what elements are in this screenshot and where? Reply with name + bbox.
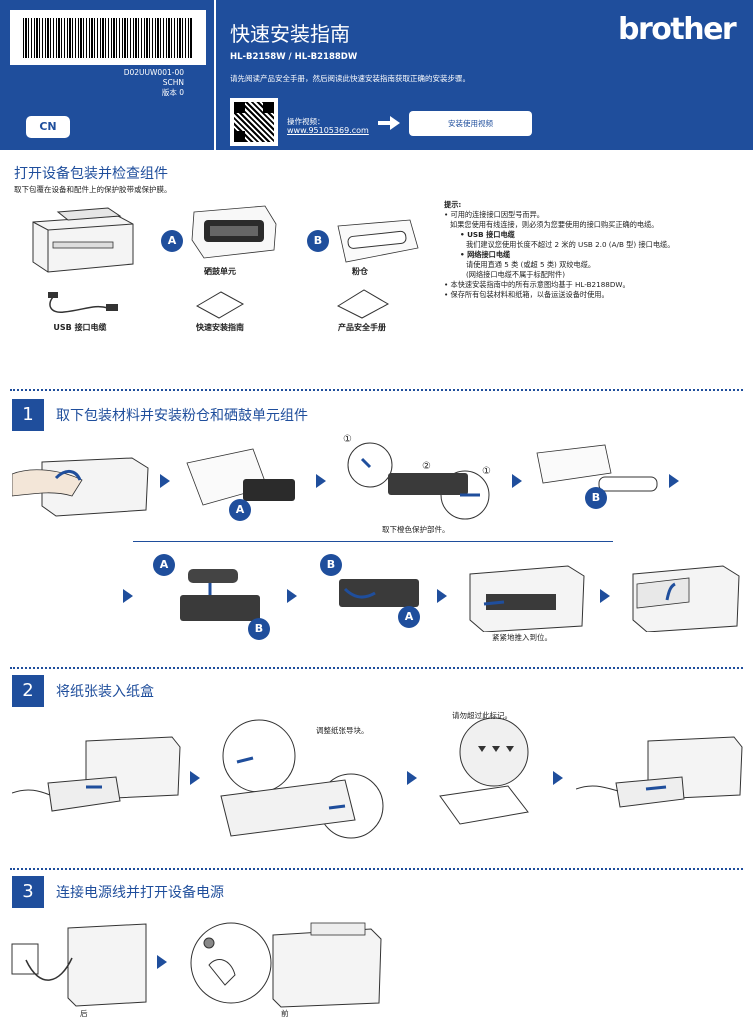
language-badge: CN: [26, 116, 70, 138]
step1-note-orange: 取下橙色保护部件。: [382, 525, 450, 534]
drum-unit-illustration: [191, 205, 277, 259]
printer-illustration: [32, 207, 134, 273]
step2-note-guides: 调整纸张导块。: [316, 726, 369, 735]
badge-a: B: [248, 618, 270, 640]
tips-box: 提示: • 可用的连接接口因型号而异。 如果您使用有线连接，则必须为您要使用的接…: [444, 200, 744, 300]
step-number: 2: [12, 675, 44, 707]
video-link[interactable]: www.95105369.com: [287, 126, 369, 135]
quick-guide-icon: [195, 291, 245, 319]
tip-line: • USB 接口电缆: [460, 230, 515, 239]
step-title: 取下包装材料并安装粉仓和硒鼓单元组件: [56, 408, 308, 424]
video-label: 操作视频：: [287, 117, 325, 126]
safety-manual-icon: [336, 289, 390, 319]
toner-label: 粉仓: [352, 267, 368, 276]
circle-step-marker: ①: [343, 434, 352, 445]
badge-b: B: [320, 554, 342, 576]
safety-manual-label: 产品安全手册: [338, 323, 386, 332]
unpack-drum-illustration: [186, 448, 295, 506]
arrow-icon: [553, 771, 563, 785]
divider-line: [133, 541, 613, 542]
circle-step-marker: ②: [422, 461, 431, 472]
circle-step-marker: ①: [482, 466, 491, 477]
step-title: 将纸张装入纸盒: [56, 684, 154, 700]
model-names: HL-B2158W / HL-B2188DW: [230, 52, 358, 62]
step2-note-mark: 请勿超过此标记。: [452, 711, 512, 720]
arrow-icon: [407, 771, 417, 785]
back-label: 后: [80, 1009, 88, 1018]
video-button[interactable]: 安装使用视频: [409, 111, 532, 136]
insert-tray-illustration: [576, 736, 743, 808]
tip-line: 我们建议您使用长度不超过 2 米的 USB 2.0 (A/B 型) 接口电缆。: [466, 240, 675, 249]
tip-line: • 保存所有包装材料和纸箱，以备运送设备时使用。: [444, 290, 609, 299]
tip-line: • 网络接口电缆: [460, 250, 511, 259]
divider: [10, 868, 743, 870]
arrow-right-icon: [378, 116, 400, 130]
drum-unit-label: 硒鼓单元: [204, 267, 236, 276]
badge-b: B: [585, 487, 607, 509]
step-number: 3: [12, 876, 44, 908]
step1-note-push: 紧紧地推入到位。: [492, 633, 552, 642]
doc-code-block: D02UUW001-00 SCHN 版本 0: [90, 68, 184, 98]
badge-b: B: [307, 230, 329, 252]
version: 版本 0: [161, 88, 184, 97]
remove-orange-parts-illustration: [347, 442, 490, 520]
adjust-guides-illustration: [220, 719, 384, 839]
close-cover-illustration: [632, 565, 740, 632]
unpack-desc: 取下包覆在设备和配件上的保护胶带或保护膜。: [14, 185, 172, 194]
arrow-icon: [316, 474, 326, 488]
install-assembly-illustration: [469, 565, 585, 632]
remove-packaging-illustration: [12, 457, 149, 517]
arrow-icon: [512, 474, 522, 488]
load-paper-illustration: [439, 717, 529, 825]
brother-logo: brother: [618, 12, 737, 47]
power-cord-illustration: [11, 923, 147, 1007]
tips-heading: 提示:: [444, 200, 462, 209]
arrow-icon: [160, 474, 170, 488]
tip-line: • 本快速安装指南中的所有示意图均基于 HL-B2188DW。: [444, 280, 630, 289]
power-button-illustration: [190, 922, 382, 1008]
arrow-icon: [437, 589, 447, 603]
barcode: [10, 10, 206, 65]
front-label: 前: [281, 1009, 289, 1018]
pull-tray-illustration: [12, 736, 181, 812]
toner-cartridge-illustration: [337, 219, 419, 263]
arrow-icon: [190, 771, 200, 785]
usb-cable-label: USB 接口电缆: [53, 323, 107, 332]
quick-guide-label: 快速安装指南: [196, 323, 244, 332]
qr-code-icon: [230, 98, 278, 146]
unpack-toner-illustration: [536, 444, 658, 492]
divider: [10, 667, 743, 669]
tip-line: 请使用直通 5 类 (或超 5 类) 双绞电缆。: [466, 260, 596, 269]
lang-code: SCHN: [162, 78, 184, 87]
tip-line: • 可用的连接接口因型号而异。: [444, 210, 544, 219]
arrow-icon: [669, 474, 679, 488]
arrow-icon: [600, 589, 610, 603]
arrow-icon: [157, 955, 167, 969]
badge-a: A: [161, 230, 183, 252]
subtitle: 请先阅读产品安全手册，然后阅读此快速安装指南获取正确的安装步骤。: [230, 74, 470, 83]
badge-b: A: [153, 554, 175, 576]
step-number: 1: [12, 399, 44, 431]
badge-a: A: [229, 499, 251, 521]
push-lever-illustration: [339, 579, 419, 607]
tip-line: 如果您使用有线连接，则必须为您要使用的接口购买正确的电缆。: [450, 220, 659, 229]
step-title: 连接电源线并打开设备电源: [56, 885, 224, 901]
badge-a: A: [398, 606, 420, 628]
arrow-icon: [287, 589, 297, 603]
page-title: 快速安装指南: [230, 22, 350, 46]
doc-code: D02UUW001-00: [123, 68, 184, 77]
arrow-icon: [123, 589, 133, 603]
header-divider: [214, 0, 216, 150]
tip-line: (网络接口电缆不属于标配附件): [466, 270, 566, 279]
insert-toner-illustration: [180, 569, 260, 621]
unpack-title: 打开设备包装并检查组件: [14, 166, 168, 182]
usb-cable-icon: [48, 292, 118, 313]
divider: [10, 389, 743, 391]
